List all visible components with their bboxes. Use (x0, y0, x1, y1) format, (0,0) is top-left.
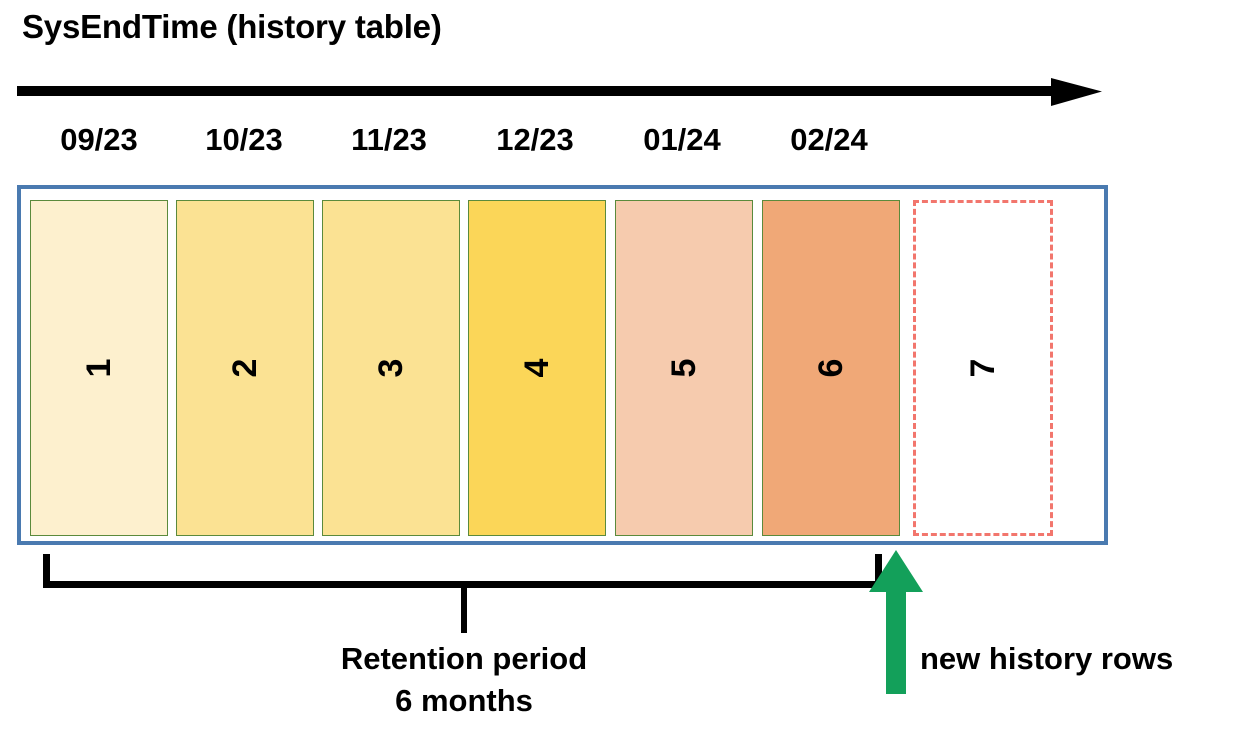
month-label-3: 11/23 (351, 122, 427, 157)
partition-number-6: 6 (812, 358, 850, 378)
partition-box-6[interactable]: 6 (762, 200, 900, 536)
retention-bracket (43, 554, 882, 633)
month-label-4: 12/23 (496, 122, 574, 157)
partition-number-4: 4 (518, 358, 556, 378)
month-label-1: 09/23 (60, 122, 138, 157)
new-history-rows-label: new history rows (920, 641, 1174, 676)
new-history-rows-arrow-icon (869, 550, 923, 694)
retention-label-line1: Retention period (340, 641, 588, 676)
partition-box-3[interactable]: 3 (322, 200, 460, 536)
page-title: SysEndTime (history table) (22, 8, 442, 45)
partition-box-1[interactable]: 1 (30, 200, 168, 536)
partition-number-3: 3 (372, 358, 410, 378)
month-label-5: 01/24 (643, 122, 721, 157)
partition-number-7: 7 (964, 358, 1002, 378)
partition-box-5[interactable]: 5 (615, 200, 753, 536)
month-label-6: 02/24 (790, 122, 868, 157)
partition-number-2: 2 (226, 358, 264, 378)
partition-box-7[interactable]: 7 (913, 200, 1053, 536)
retention-label-line2: 6 months (395, 682, 533, 718)
month-label-2: 10/23 (205, 122, 283, 157)
partition-number-5: 5 (665, 358, 703, 378)
partition-box-4[interactable]: 4 (468, 200, 606, 536)
partition-number-1: 1 (80, 358, 118, 378)
time-axis-arrow (17, 78, 1102, 106)
partition-box-2[interactable]: 2 (176, 200, 314, 536)
retention-period-caption: Retention period 6 months (214, 638, 714, 722)
